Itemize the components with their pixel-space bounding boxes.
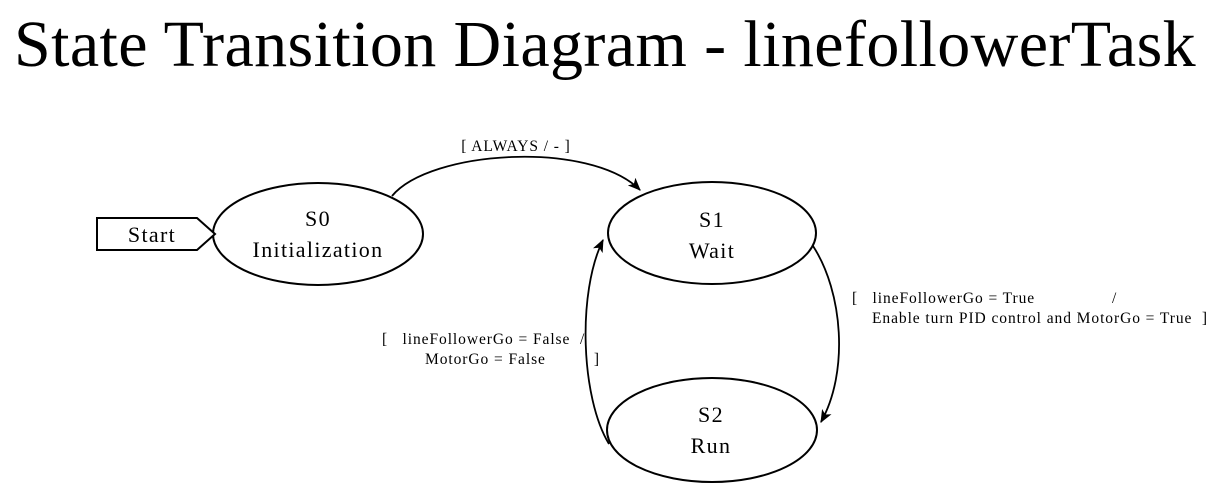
state-s1-caption: Wait: [689, 238, 735, 263]
state-s0-caption: Initialization: [253, 237, 384, 262]
transition-label-s0-s1: [ ALWAYS / - ]: [461, 138, 570, 155]
state-s0-name: S0: [305, 206, 331, 231]
transition-label-s2-s1-line1: [ lineFollowerGo = False /: [382, 331, 585, 348]
transition-arrow-s1-to-s2: [812, 245, 840, 423]
state-s1-ellipse: [607, 181, 817, 285]
start-flag: [96, 217, 217, 251]
transition-label-s1-s2-line1: [ lineFollowerGo = True /: [852, 290, 1117, 307]
diagram-title: State Transition Diagram - linefollowerT…: [14, 8, 1197, 81]
state-s1-name: S1: [699, 207, 725, 232]
transition-label-s2-s1-line2: MotorGo = False ]: [425, 351, 600, 368]
state-s0-ellipse: [212, 182, 424, 286]
transition-arrow-s2-to-s1: [584, 239, 610, 445]
transition-label-s1-s2-line2: Enable turn PID control and MotorGo = Tr…: [872, 310, 1208, 327]
start-label: Start: [128, 222, 176, 247]
state-s2-caption: Run: [691, 433, 732, 458]
state-s2-ellipse: [606, 377, 818, 483]
state-s2-name: S2: [698, 402, 724, 427]
transition-arrow-s0-to-s1: [391, 155, 641, 197]
